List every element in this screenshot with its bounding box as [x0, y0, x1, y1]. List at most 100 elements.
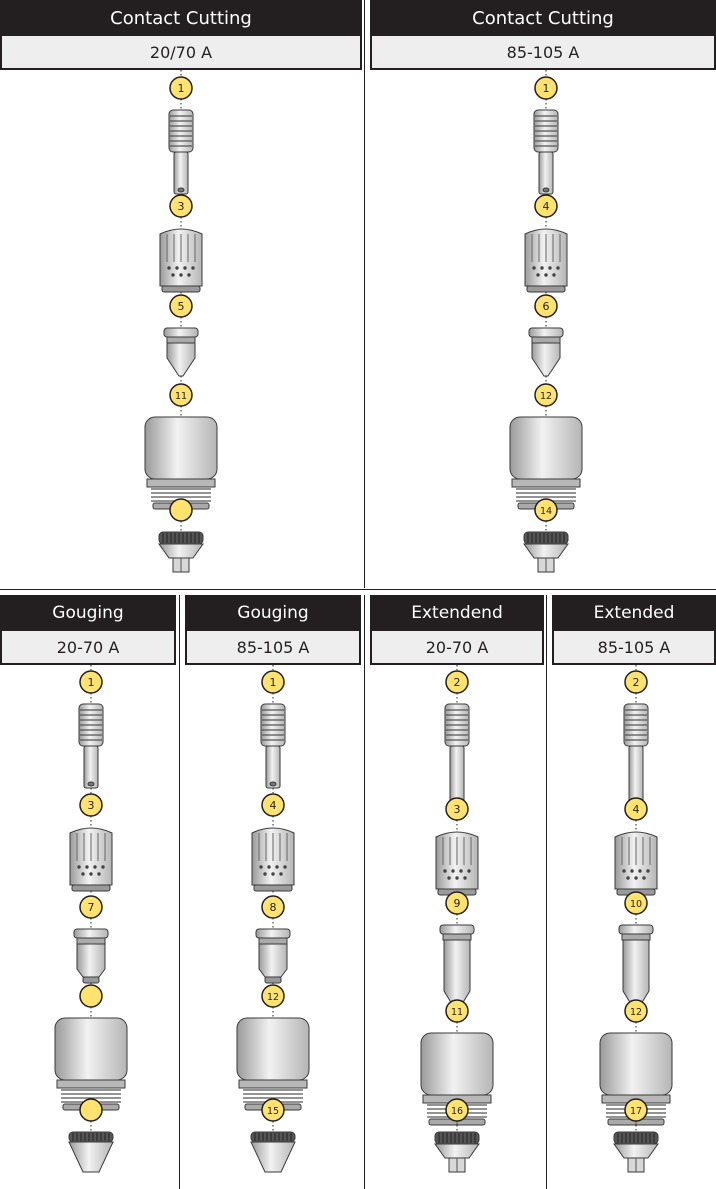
part-number-badge: 16: [445, 1098, 469, 1122]
panel-title: Gouging: [0, 595, 176, 631]
parts-diagram: 2 3 9 11 16: [420, 665, 494, 1173]
part-swirl: [524, 228, 568, 293]
part-number-label: 3: [178, 200, 185, 213]
part-number-badge: 17: [624, 1098, 648, 1122]
part-number-label: 7: [88, 901, 95, 914]
part-number-label: 4: [633, 803, 640, 816]
part-number-label: 14: [540, 506, 552, 517]
divider: [179, 595, 180, 1189]
part-number-badge: [79, 984, 103, 1008]
parts-stack: 2 4 10 12 17: [552, 665, 716, 1189]
part-number-badge: 5: [169, 294, 193, 318]
part-cup: [236, 1017, 310, 1111]
part-number-label: 8: [270, 901, 277, 914]
part-cup: [144, 416, 218, 510]
part-electrode: [533, 109, 559, 195]
parts-stack: 2 3 9 11 16: [370, 665, 544, 1189]
parts-stack: 1 3 7: [0, 665, 176, 1189]
divider: [546, 595, 547, 1189]
part-tip-long: [618, 924, 654, 1010]
part-number-badge: 4: [261, 793, 285, 817]
part-gouge-shield: [250, 1131, 296, 1173]
part-number-label: 17: [630, 1106, 642, 1117]
part-number-label: 1: [270, 676, 277, 689]
parts-diagram: 1 4 8 12 15: [236, 665, 310, 1173]
part-number-badge: 15: [261, 1098, 285, 1122]
part-number-badge: 1: [79, 670, 103, 694]
part-electrode: [260, 703, 286, 789]
part-number-label: 2: [633, 676, 640, 689]
part-number-label: 15: [267, 1106, 279, 1117]
part-number-badge: 12: [534, 383, 558, 407]
panel-gouging-20-70: Gouging 20-70 A 1 3 7: [0, 595, 176, 1189]
parts-diagram: 1 3 7: [54, 665, 128, 1173]
part-number-label: 1: [543, 82, 550, 95]
part-number-label: 12: [630, 1007, 642, 1018]
part-shield: [613, 1131, 659, 1173]
part-number-badge: 8: [261, 895, 285, 919]
divider: [364, 0, 365, 588]
part-tip-short: [255, 928, 291, 984]
part-number-badge: 14: [534, 498, 558, 522]
parts-stack: 1 4 8 12 15: [185, 665, 361, 1189]
part-number-badge: 12: [624, 999, 648, 1023]
part-swirl: [614, 831, 658, 896]
panel-title: Contact Cutting: [370, 0, 716, 36]
part-number-badge: 12: [261, 984, 285, 1008]
part-number-label: 10: [630, 899, 642, 910]
panel-amperage: 20-70 A: [370, 631, 544, 665]
part-tip-long: [439, 924, 475, 1010]
part-number-label: 5: [178, 300, 185, 313]
part-shield: [158, 531, 204, 573]
divider: [364, 595, 365, 1189]
part-number-label: 11: [451, 1007, 463, 1018]
part-shield: [523, 531, 569, 573]
part-number-label: 11: [175, 391, 187, 402]
part-swirl: [159, 228, 203, 293]
part-number-label: 1: [88, 676, 95, 689]
part-number-label: 3: [88, 799, 95, 812]
part-number-badge: 3: [169, 194, 193, 218]
part-number-badge: 3: [445, 797, 469, 821]
panel-amperage: 20/70 A: [0, 36, 362, 70]
part-number-label: 12: [267, 992, 279, 1003]
row-divider: [0, 589, 716, 590]
part-number-label: 6: [543, 300, 550, 313]
part-number-badge: 7: [79, 895, 103, 919]
part-number-badge: 4: [624, 797, 648, 821]
part-gouge-shield: [68, 1131, 114, 1173]
part-number-badge: 3: [79, 793, 103, 817]
part-number-badge: 1: [534, 76, 558, 100]
part-number-badge: 2: [624, 670, 648, 694]
part-number-badge: 1: [169, 76, 193, 100]
part-number-badge: [79, 1098, 103, 1122]
part-number-label: 12: [540, 391, 552, 402]
part-number-label: 2: [454, 676, 461, 689]
panel-amperage: 20-70 A: [0, 631, 176, 665]
part-number-badge: 1: [261, 670, 285, 694]
part-cup: [54, 1017, 128, 1111]
part-tip-short: [73, 928, 109, 984]
parts-diagram: 1 3 5 11: [144, 70, 218, 573]
parts-stack: 1 3 5 11: [0, 70, 362, 588]
panel-contact-cutting-20-70: Contact Cutting 20/70 A 1 3 5 11: [0, 0, 362, 588]
part-number-label: 4: [270, 799, 277, 812]
panel-amperage: 85-105 A: [370, 36, 716, 70]
panel-title: Extended: [552, 595, 716, 631]
part-number-badge: [169, 498, 193, 522]
part-number-badge: 9: [445, 891, 469, 915]
part-electrode: [168, 109, 194, 195]
panel-title: Gouging: [185, 595, 361, 631]
panel-title: Extendend: [370, 595, 544, 631]
part-number-badge: 11: [169, 383, 193, 407]
part-number-label: 3: [454, 803, 461, 816]
part-electrode: [78, 703, 104, 789]
part-swirl: [251, 827, 295, 892]
panel-title: Contact Cutting: [0, 0, 362, 36]
part-number-badge: 11: [445, 999, 469, 1023]
part-number-label: 9: [454, 897, 461, 910]
